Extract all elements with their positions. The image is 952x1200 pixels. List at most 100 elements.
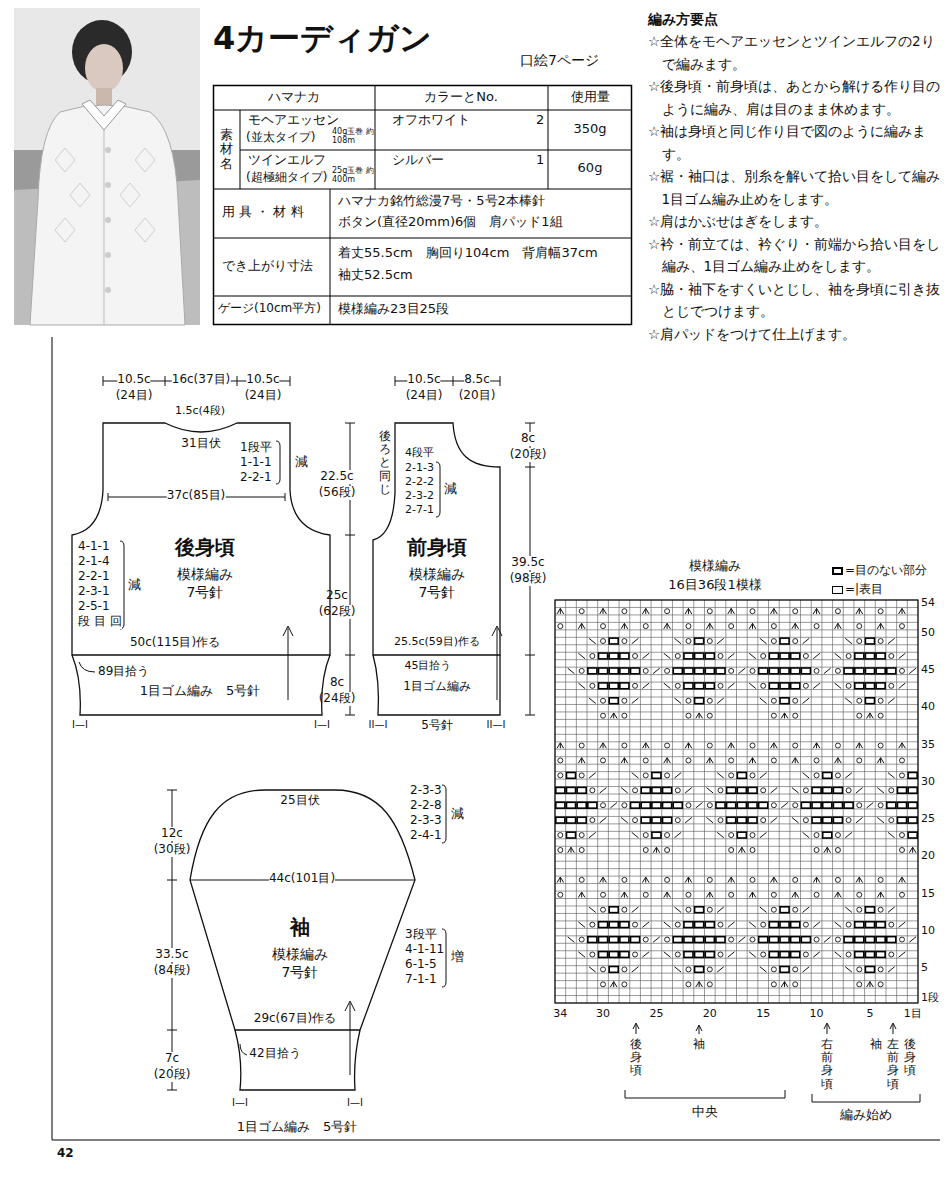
position-label: 左前身頃: [887, 1038, 899, 1091]
photo-part: [105, 287, 111, 293]
dimension-label: 8.5c: [464, 373, 490, 387]
chart-grid-part: [899, 952, 906, 957]
chart-grid-part: [705, 683, 714, 689]
table-header: 用 具 ・ 材 料: [222, 205, 304, 220]
position-label: 後身頃: [630, 1038, 642, 1078]
chart-grid-part: [665, 609, 670, 614]
chart-grid-part: [675, 818, 680, 823]
chart-grid-part: [865, 668, 874, 674]
chart-grid-part: [652, 772, 661, 778]
chart-grid-part: [857, 698, 862, 703]
row-number: 50: [921, 627, 935, 640]
chart-grid-part: [728, 683, 735, 688]
chart-grid-part: [631, 802, 640, 808]
chart-grid-part: [856, 817, 863, 822]
table-header: 素材名: [220, 128, 233, 171]
chart-grid-part: [665, 877, 670, 882]
chart-grid-part: [555, 853, 918, 854]
chart-grid-part: [793, 967, 798, 972]
chart-grid-part: [568, 847, 575, 852]
chart-grid-part: [888, 698, 895, 703]
dimension-label: (24目): [245, 389, 282, 403]
chart-grid-part: [578, 952, 585, 957]
photo-part: [104, 130, 105, 325]
chart-grid-part: [705, 922, 714, 928]
chart-grid-part: [889, 922, 894, 927]
chart-grid-part: [610, 713, 617, 718]
dimension-label: (24目): [116, 389, 153, 403]
row-number: 35: [921, 739, 935, 752]
chart-grid-part: [601, 639, 606, 644]
chart-grid-part: [610, 803, 617, 808]
chart-grid-part: [718, 683, 723, 688]
shaping-step: 6-1-5: [405, 958, 437, 972]
chart-grid-part: [899, 848, 904, 853]
photo: [14, 8, 200, 325]
chart-grid-part: [750, 848, 755, 853]
chart-grid-part: [718, 653, 723, 658]
chart-grid-part: [664, 653, 671, 658]
table-cell: ツインエルフ: [248, 153, 326, 168]
chart-grid-part: [558, 773, 563, 778]
chart-grid-part: [717, 967, 724, 972]
chart-grid-part: [803, 818, 808, 823]
chart-grid-part: [823, 787, 832, 793]
chart-grid-part: [684, 653, 693, 659]
chart-grid-part: [780, 698, 789, 704]
chart-grid-part: [555, 749, 918, 750]
chart-grid-part: [781, 713, 788, 718]
chart-grid-part: [716, 802, 725, 808]
shaping-step: 2-3-2: [405, 490, 434, 503]
chart-grid-part: [867, 803, 874, 808]
chart-grid-part: [664, 758, 671, 763]
dimension-label: (20段): [154, 1068, 191, 1082]
shaping-step: 段 目 回: [78, 615, 122, 629]
stitch-number: 1目: [904, 1008, 922, 1021]
dimension-label: (24段): [319, 692, 356, 706]
chart-grid-part: [846, 818, 851, 823]
chart-grid-part: [620, 653, 629, 659]
chart-grid-part: [878, 698, 883, 703]
chart-grid-part: [814, 833, 819, 838]
chart-grid-part: [899, 937, 904, 942]
chart-grid-part: [555, 898, 918, 899]
chart-grid-part: [621, 758, 628, 763]
chart-grid-part: [855, 922, 864, 928]
chart-grid-part: [792, 623, 799, 628]
chart-grid-part: [685, 788, 692, 793]
instruction-note: ☆袖は身頃と同じ作り目で図のように編みます。: [648, 120, 946, 165]
chart-grid-part: [609, 653, 618, 659]
chart-grid-part: [855, 937, 864, 943]
shaping-note: 減: [444, 482, 457, 497]
chart-grid-part: [632, 967, 639, 972]
chart-grid-part: [707, 877, 712, 882]
chart-grid-part: [555, 600, 918, 1003]
shaping-step: 2-1-4: [78, 555, 110, 569]
chart-grid-part: [791, 653, 800, 659]
chart-grid-part: [812, 817, 821, 823]
chart-grid-part: [578, 922, 585, 927]
chart-grid-part: [814, 624, 819, 629]
chart-grid-part: [705, 952, 714, 958]
chart-grid-part: [791, 683, 800, 689]
chart-grid-part: [609, 966, 618, 972]
chart-grid-part: [857, 624, 862, 629]
dimension-label: (62段): [319, 605, 356, 619]
chart-grid-part: [633, 653, 638, 658]
photo-part: [85, 44, 123, 92]
chart-grid-part: [673, 668, 682, 674]
row-number: 1段: [921, 992, 939, 1005]
chart-grid-part: [620, 922, 629, 928]
shaping-step: 2-3-3: [410, 784, 442, 798]
chart-grid-part: [876, 952, 885, 958]
chart-grid-part: [632, 907, 639, 912]
shaping-step: 2-3-3: [410, 814, 442, 828]
shaping-step: 2-7-1: [405, 504, 434, 517]
chart-markers-part: [812, 1094, 920, 1102]
chart-grid-part: [878, 713, 883, 718]
chart-grid-part: [780, 653, 789, 659]
chart-grid-part: [835, 877, 840, 882]
chart-grid: [553, 556, 922, 1008]
chart-grid-part: [845, 698, 852, 703]
chart-grid-part: [653, 668, 660, 673]
